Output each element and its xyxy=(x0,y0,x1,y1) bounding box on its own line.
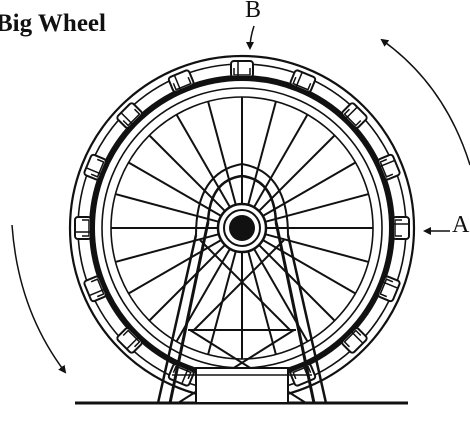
spoke xyxy=(128,239,222,295)
spoke xyxy=(262,239,356,295)
support-frame xyxy=(156,162,328,404)
spoke xyxy=(115,193,220,223)
spoke xyxy=(247,101,277,206)
diagram-title: Big Wheel xyxy=(0,10,106,37)
spoke xyxy=(264,233,369,263)
gondola xyxy=(392,216,410,240)
spoke xyxy=(148,244,226,322)
gondola xyxy=(74,216,92,240)
gondola xyxy=(341,102,368,129)
gondola xyxy=(289,69,317,93)
spoke xyxy=(264,193,369,223)
gondola xyxy=(230,60,254,78)
label-b: B xyxy=(245,0,262,23)
gondola xyxy=(377,275,401,303)
gondola xyxy=(116,102,143,129)
gondola xyxy=(167,69,195,93)
spoke xyxy=(175,114,231,208)
rotation-arrow-right xyxy=(380,38,470,166)
wheel-hub xyxy=(216,202,268,254)
pointer-b-arrow xyxy=(246,25,255,50)
spoke xyxy=(128,161,222,217)
gondola xyxy=(83,153,107,181)
spoke xyxy=(258,244,336,322)
spoke xyxy=(148,134,226,212)
spoke xyxy=(115,233,220,263)
label-a: A xyxy=(452,212,470,238)
gondola xyxy=(341,327,368,354)
spoke xyxy=(207,101,237,206)
gondola xyxy=(116,327,143,354)
spoke xyxy=(258,134,336,212)
spoke xyxy=(262,161,356,217)
gondola xyxy=(83,275,107,303)
gondola xyxy=(377,153,401,181)
rotation-arrow-left xyxy=(11,224,67,374)
spoke xyxy=(253,114,309,208)
